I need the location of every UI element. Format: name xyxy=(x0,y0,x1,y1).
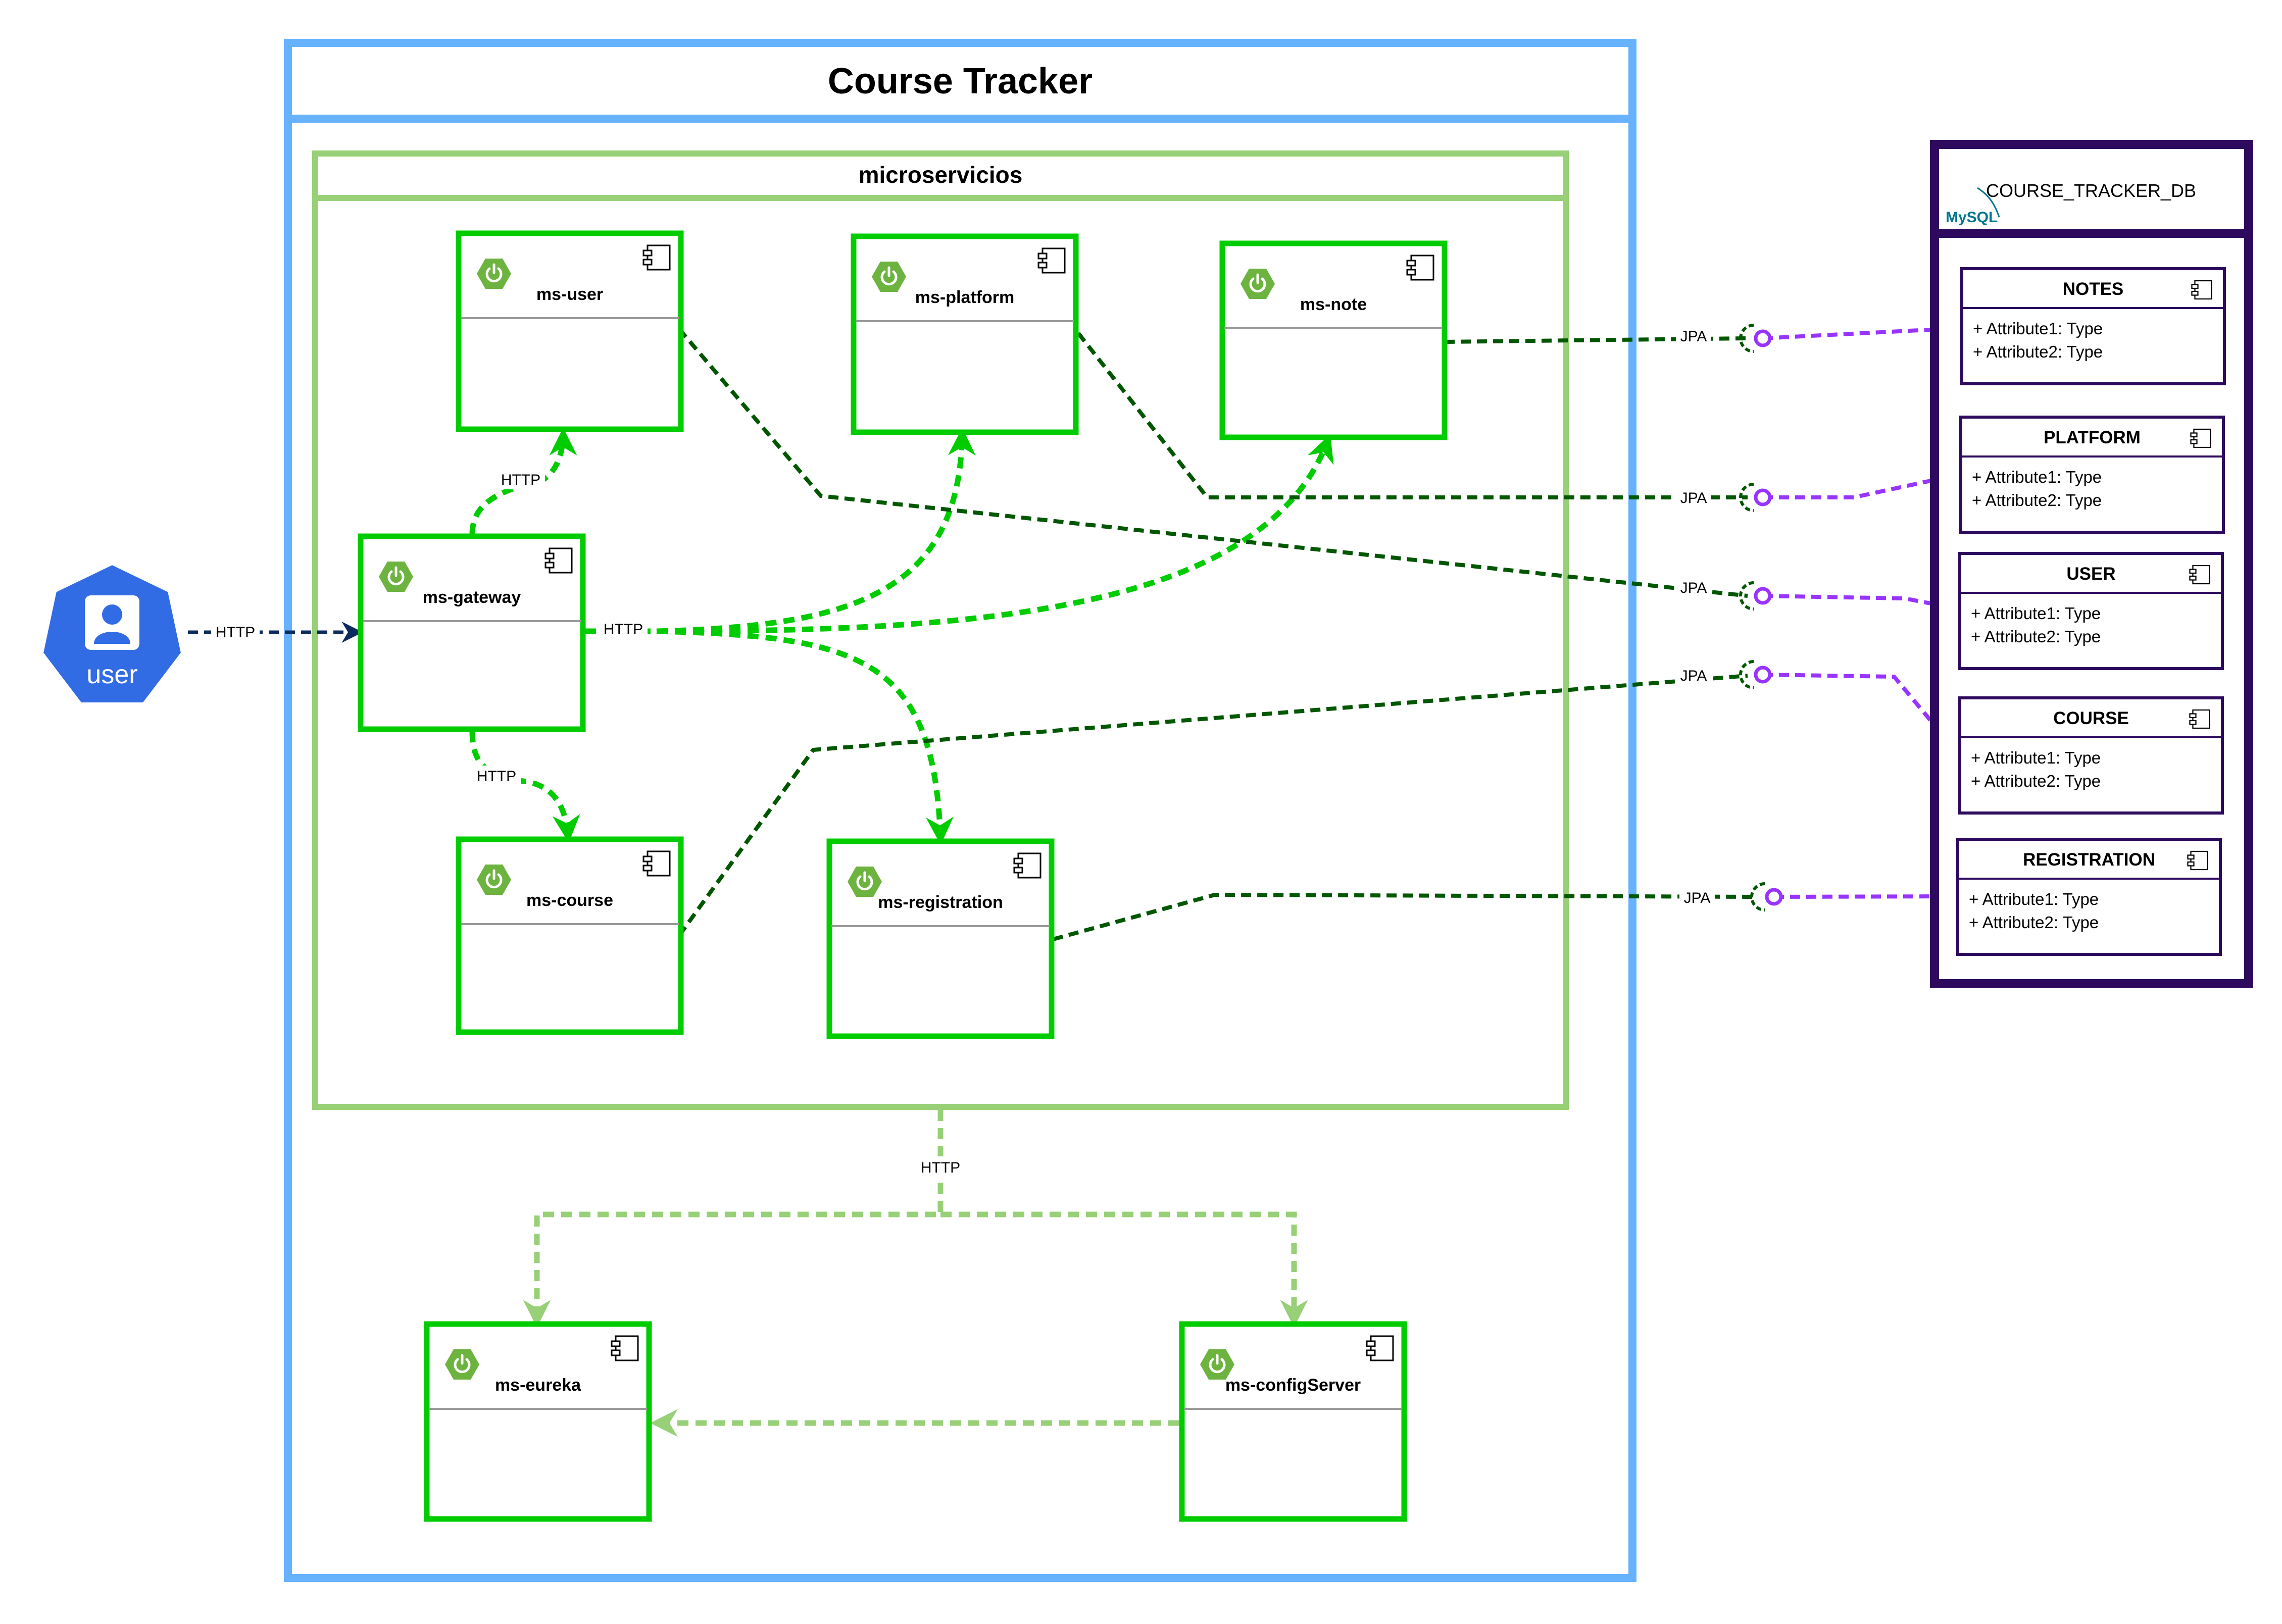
table-attribute: + Attribute1: Type xyxy=(1972,468,2102,486)
component-icon xyxy=(1037,247,1066,274)
user-actor: user xyxy=(41,563,183,704)
table-attribute: + Attribute2: Type xyxy=(1969,913,2099,932)
edge-group-config xyxy=(940,1211,1308,1328)
component-icon xyxy=(1366,1335,1394,1361)
table-attribute: + Attribute1: Type xyxy=(1971,604,2101,623)
component-icon xyxy=(544,547,573,574)
edge-label-gateway-user: HTTP xyxy=(501,472,540,488)
table-attribute: + Attribute1: Type xyxy=(1973,319,2103,338)
table-platform[interactable]: PLATFORM + Attribute1: Type + Attribute2… xyxy=(1959,416,2225,534)
edge-label-jpa-notes: JPA xyxy=(1680,328,1707,345)
component-icon xyxy=(611,1335,639,1361)
service-ms-user[interactable]: ms-user xyxy=(456,230,684,432)
db-link-registration xyxy=(1773,894,1955,899)
service-title: ms-eureka xyxy=(495,1376,581,1395)
mysql-logo-text: MySQL xyxy=(1946,209,1998,226)
edge-label-user-gateway: HTTP xyxy=(216,624,255,641)
system-title: Course Tracker xyxy=(828,61,1093,102)
jpa-labels: JPA JPA JPA JPA JPA xyxy=(1676,326,1715,907)
database-title: COURSE_TRACKER_DB xyxy=(1986,180,2196,201)
table-attribute: + Attribute1: Type xyxy=(1971,748,2101,767)
component-icon xyxy=(2189,565,2210,585)
table-title: USER xyxy=(2066,564,2115,584)
component-icon xyxy=(2187,850,2208,871)
edge-gateway-registration xyxy=(656,628,954,845)
service-title: ms-user xyxy=(536,285,603,304)
component-icon xyxy=(1013,852,1041,879)
socket-user xyxy=(1739,581,1772,611)
service-ms-configserver[interactable]: ms-configServer xyxy=(1179,1321,1407,1522)
edge-label-jpa-user: JPA xyxy=(1680,580,1707,596)
socket-registration xyxy=(1750,882,1783,911)
table-course[interactable]: COURSE + Attribute1: Type + Attribute2: … xyxy=(1958,696,2224,815)
table-title: NOTES xyxy=(2063,279,2124,299)
table-title: COURSE xyxy=(2053,708,2129,728)
edge-label-bg xyxy=(599,618,648,638)
edge-label-bg xyxy=(472,766,521,786)
service-ms-gateway[interactable]: ms-gateway xyxy=(358,533,586,732)
table-attribute: + Attribute1: Type xyxy=(1969,890,2099,908)
edge-registration-registration xyxy=(1052,892,1758,941)
component-icon xyxy=(642,244,671,271)
socket-platform xyxy=(1739,483,1772,512)
service-ms-course[interactable]: ms-course xyxy=(456,836,684,1035)
edge-label-gateway-course: HTTP xyxy=(477,768,516,785)
edge-gateway-user xyxy=(469,428,577,535)
component-icon xyxy=(2191,280,2212,300)
service-ms-eureka[interactable]: ms-eureka xyxy=(424,1321,652,1522)
edge-label-bg xyxy=(916,1156,965,1177)
edge-label-bg xyxy=(497,469,545,489)
service-ms-note[interactable]: ms-note xyxy=(1219,240,1448,440)
service-title: ms-course xyxy=(526,891,613,910)
table-title: PLATFORM xyxy=(2044,428,2141,447)
service-title: ms-configServer xyxy=(1225,1376,1361,1395)
db-link-notes xyxy=(1762,326,1959,340)
table-attribute: + Attribute2: Type xyxy=(1972,491,2102,510)
service-title: ms-gateway xyxy=(423,588,521,607)
component-icon xyxy=(2190,428,2211,448)
edge-label-gateway-out: HTTP xyxy=(604,621,643,638)
table-user[interactable]: USER + Attribute1: Type + Attribute2: Ty… xyxy=(1958,552,2224,670)
service-title: ms-registration xyxy=(878,893,1003,912)
edge-user-user xyxy=(677,328,1748,598)
edge-label-group: HTTP xyxy=(921,1159,960,1176)
socket-notes xyxy=(1739,324,1772,353)
edge-gateway-note xyxy=(656,434,1334,634)
edge-label-jpa-registration: JPA xyxy=(1684,890,1711,906)
db-link-platform xyxy=(1763,473,1959,499)
service-title: ms-note xyxy=(1300,295,1367,314)
edge-group-eureka xyxy=(523,1110,944,1328)
db-link-user xyxy=(1762,594,1958,611)
table-attribute: + Attribute2: Type xyxy=(1971,627,2101,646)
mysql-logo: MySQL xyxy=(1946,187,2000,226)
edge-gateway-course xyxy=(469,731,580,843)
edge-label-jpa-platform: JPA xyxy=(1680,490,1707,506)
component-icon xyxy=(1406,255,1434,281)
service-ms-platform[interactable]: ms-platform xyxy=(851,233,1079,435)
edge-gateway-platform xyxy=(656,428,976,634)
edge-label-jpa-course: JPA xyxy=(1680,668,1707,684)
system-frame: Course Tracker xyxy=(284,39,1636,1582)
edge-label-bg xyxy=(211,622,260,642)
component-icon xyxy=(642,850,671,877)
table-title: REGISTRATION xyxy=(2023,850,2155,870)
socket-course xyxy=(1739,660,1772,689)
microservices-group: microservicios xyxy=(312,150,1569,1110)
group-title: microservicios xyxy=(859,162,1023,188)
table-notes[interactable]: NOTES + Attribute1: Type + Attribute2: T… xyxy=(1960,267,2226,385)
component-icon xyxy=(2189,709,2210,729)
actor-label: user xyxy=(86,660,137,689)
service-title: ms-platform xyxy=(915,288,1014,307)
edge-course-course xyxy=(677,674,1748,937)
table-attribute: + Attribute2: Type xyxy=(1971,772,2101,790)
table-registration[interactable]: REGISTRATION + Attribute1: Type + Attrib… xyxy=(1956,838,2222,956)
db-link-course xyxy=(1762,673,1959,754)
edge-platform-platform xyxy=(1076,332,1748,499)
edge-note-notes xyxy=(1444,336,1748,344)
service-ms-registration[interactable]: ms-registration xyxy=(826,838,1055,1039)
table-attribute: + Attribute2: Type xyxy=(1973,342,2103,361)
jpa-sockets xyxy=(1739,324,1783,911)
